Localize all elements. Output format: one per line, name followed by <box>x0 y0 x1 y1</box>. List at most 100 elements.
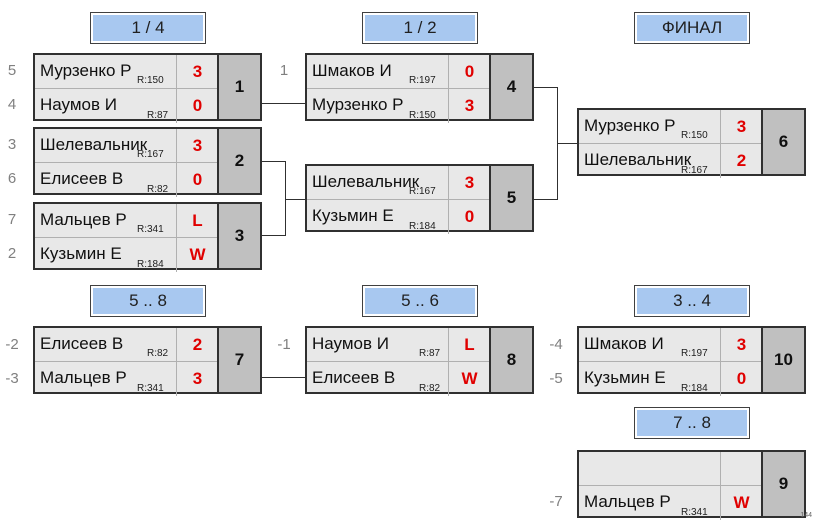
player-row: Шмаков И R:197 3 <box>579 328 763 362</box>
player-name: Наумов И <box>312 334 389 353</box>
player-row: Шмаков И R:197 0 <box>307 55 491 89</box>
player-score: 3 <box>720 110 762 144</box>
match-5: Шелевальник R:167 3 Кузьмин Е R:184 0 5 <box>305 164 534 234</box>
match-10: Шмаков И R:197 3 Кузьмин Е R:184 0 10 <box>577 326 806 396</box>
header-place-7-8: 7 .. 8 <box>634 407 750 439</box>
match-3: Мальцев Р R:341 L Кузьмин Е R:184 W 3 <box>33 202 262 272</box>
seed: -1 <box>277 336 291 353</box>
player-score: W <box>720 486 762 520</box>
player-rating: R:150 <box>681 130 708 141</box>
match-number: 4 <box>489 55 532 119</box>
match-number: 6 <box>761 110 804 174</box>
header-place-3-4: 3 .. 4 <box>634 285 750 317</box>
player-rating: R:184 <box>409 221 436 232</box>
seed: -3 <box>5 370 19 387</box>
match-number: 5 <box>489 166 532 230</box>
header-place-5-8: 5 .. 8 <box>90 285 206 317</box>
player-rating: R:150 <box>409 110 436 121</box>
player-row: Шелевальник R:167 3 <box>35 129 219 163</box>
player-name: Шмаков И <box>584 334 664 353</box>
player-rating: R:197 <box>681 348 708 359</box>
seed: 3 <box>7 136 17 153</box>
player-row <box>579 452 763 486</box>
player-rating: R:184 <box>137 259 164 270</box>
player-rating: R:184 <box>681 383 708 394</box>
watermark: 144 <box>800 512 812 519</box>
match-7: Елисеев В R:82 2 Мальцев Р R:341 3 7 <box>33 326 262 396</box>
player-name: Елисеев В <box>40 169 124 188</box>
player-name: Елисеев В <box>312 368 396 387</box>
player-row: Мальцев Р R:341 L <box>35 204 219 238</box>
seed: 6 <box>7 170 17 187</box>
player-name: Мальцев Р <box>40 368 127 387</box>
player-score: 3 <box>176 55 218 89</box>
connector-line <box>557 143 577 144</box>
player-name: Мальцев Р <box>584 492 671 511</box>
player-rating: R:167 <box>409 186 436 197</box>
player-row: Елисеев В R:82 W <box>307 362 491 396</box>
player-rating: R:82 <box>419 383 441 394</box>
player-row: Мурзенко Р R:150 3 <box>579 110 763 144</box>
player-name: Кузьмин Е <box>584 368 666 387</box>
player-score: 2 <box>720 144 762 178</box>
player-score: 0 <box>176 163 218 197</box>
connector-line <box>285 161 286 236</box>
player-rating: R:197 <box>409 75 436 86</box>
header-quarterfinal: 1 / 4 <box>90 12 206 44</box>
player-score: L <box>448 328 490 362</box>
player-rating: R:341 <box>137 224 164 235</box>
match-2: Шелевальник R:167 3 Елисеев В R:82 0 2 <box>33 127 262 197</box>
seed: -5 <box>549 370 563 387</box>
match-number: 7 <box>217 328 260 392</box>
player-score: 0 <box>448 55 490 89</box>
player-row: Шелевальник R:167 2 <box>579 144 763 178</box>
match-8: Наумов И R:87 L Елисеев В R:82 W 8 <box>305 326 534 396</box>
player-row: Мальцев Р R:341 W <box>579 486 763 520</box>
player-score: 3 <box>720 328 762 362</box>
match-number: 2 <box>217 129 260 193</box>
player-name: Шелевальник <box>312 172 420 191</box>
player-rating: R:341 <box>681 507 708 518</box>
player-rating: R:87 <box>147 110 169 121</box>
player-score: 3 <box>176 362 218 396</box>
connector-line <box>285 199 305 200</box>
match-number: 10 <box>761 328 804 392</box>
connector-line <box>262 161 286 162</box>
seed: -7 <box>549 493 563 510</box>
player-row: Кузьмин Е R:184 0 <box>307 200 491 234</box>
player-rating: R:167 <box>137 149 164 160</box>
seed: 4 <box>7 96 17 113</box>
player-score: W <box>176 238 218 272</box>
player-rating: R:341 <box>137 383 164 394</box>
player-name: Мурзенко Р <box>40 61 132 80</box>
player-score: L <box>176 204 218 238</box>
player-name: Кузьмин Е <box>40 244 122 263</box>
connector-line <box>262 377 305 378</box>
player-row: Елисеев В R:82 2 <box>35 328 219 362</box>
player-rating: R:82 <box>147 348 169 359</box>
match-9: Мальцев Р R:341 W 9 <box>577 450 806 520</box>
player-score: 0 <box>176 89 218 123</box>
header-final: ФИНАЛ <box>634 12 750 44</box>
seed: 2 <box>7 245 17 262</box>
match-1: Мурзенко Р R:150 3 Наумов И R:87 0 1 <box>33 53 262 123</box>
player-name: Шелевальник <box>584 150 692 169</box>
player-row: Мальцев Р R:341 3 <box>35 362 219 396</box>
player-score: W <box>448 362 490 396</box>
player-rating: R:87 <box>419 348 441 359</box>
player-name: Елисеев В <box>40 334 124 353</box>
player-score <box>720 452 762 486</box>
player-score: 0 <box>448 200 490 234</box>
player-name: Мальцев Р <box>40 210 127 229</box>
player-row: Наумов И R:87 L <box>307 328 491 362</box>
player-rating: R:82 <box>147 184 169 195</box>
player-row: Шелевальник R:167 3 <box>307 166 491 200</box>
seed: -4 <box>549 336 563 353</box>
player-row: Наумов И R:87 0 <box>35 89 219 123</box>
connector-line <box>262 235 286 236</box>
player-score: 3 <box>176 129 218 163</box>
player-name: Наумов И <box>40 95 117 114</box>
match-number: 8 <box>489 328 532 392</box>
player-row: Елисеев В R:82 0 <box>35 163 219 197</box>
player-name: Мурзенко Р <box>312 95 404 114</box>
